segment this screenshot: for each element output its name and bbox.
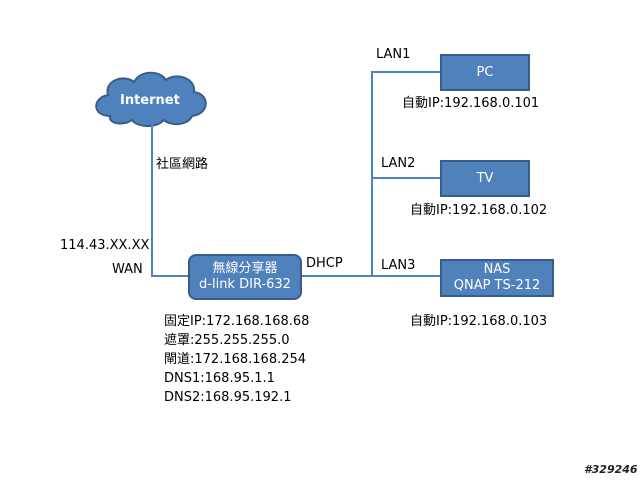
pc-box: PC (440, 54, 530, 91)
router-config-list: 固定IP:172.168.168.68 遮罩:255.255.255.0 閘道:… (164, 312, 309, 407)
lan2-label: LAN2 (381, 156, 416, 171)
internet-cloud-icon (95, 71, 207, 127)
router-config-fixed-ip: 固定IP:172.168.168.68 (164, 314, 310, 329)
nas-ip-label: 自動IP:192.168.0.103 (410, 314, 548, 329)
router-config-dns2: DNS2:168.95.192.1 (164, 390, 292, 405)
tv-ip-label: 自動IP:192.168.0.102 (410, 203, 548, 218)
dhcp-label: DHCP (306, 256, 343, 271)
pc-label: PC (476, 64, 494, 80)
router-config-dns1: DNS1:168.95.1.1 (164, 371, 275, 386)
router-config-gateway: 閘道:172.168.168.254 (164, 352, 307, 367)
lan1-label: LAN1 (376, 47, 411, 62)
community-network-label: 社區網路 (156, 157, 209, 172)
nas-box: NAS QNAP TS-212 (440, 259, 554, 297)
pc-ip-label: 自動IP:192.168.0.101 (402, 96, 540, 111)
nas-model: QNAP TS-212 (453, 278, 541, 293)
tv-label: TV (476, 170, 494, 186)
nas-label: NAS (483, 262, 511, 277)
watermark-id: #329246 (584, 463, 638, 476)
router-config-mask: 遮罩:255.255.255.0 (164, 333, 290, 348)
router-model: d-link DIR-632 (199, 277, 291, 292)
router-name: 無線分享器 (212, 261, 278, 276)
tv-box: TV (440, 160, 530, 197)
router-box: 無線分享器 d-link DIR-632 (188, 254, 302, 300)
internet-label: Internet (120, 93, 180, 108)
wan-label: WAN (112, 262, 143, 277)
wan-ip-label: 114.43.XX.XX (60, 238, 150, 253)
lan3-label: LAN3 (381, 258, 416, 273)
